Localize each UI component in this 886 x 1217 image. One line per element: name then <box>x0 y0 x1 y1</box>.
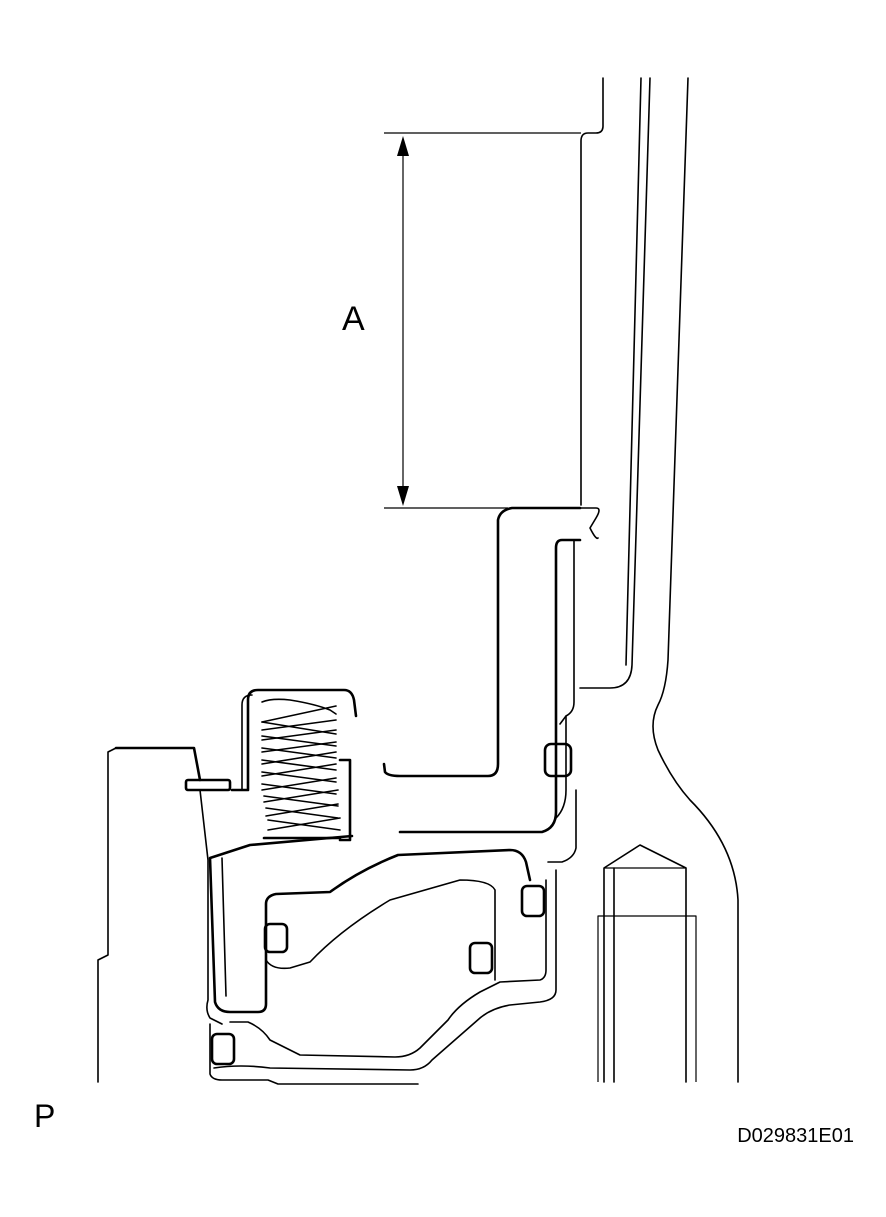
figure-code: D029831E01 <box>737 1125 854 1147</box>
snap-ring <box>184 778 232 792</box>
piston <box>208 834 532 1014</box>
o-ring-upper <box>543 742 573 778</box>
o-rings <box>210 884 546 1066</box>
outer-housing <box>579 77 739 1083</box>
dimension-a: A <box>342 132 581 509</box>
view-label: P <box>34 1098 56 1134</box>
shaft <box>597 844 697 1083</box>
o-ring-piston-inner <box>263 922 289 954</box>
left-housing <box>97 746 419 1085</box>
dimension-label: A <box>342 300 365 338</box>
spring-retainer <box>230 688 358 842</box>
cylinder-body <box>213 869 557 1071</box>
o-ring-drum-lower <box>520 884 546 918</box>
return-spring <box>261 698 342 840</box>
clutch-drum <box>382 506 600 863</box>
o-ring-housing <box>210 1032 236 1066</box>
o-ring-piston-outer <box>468 941 494 975</box>
